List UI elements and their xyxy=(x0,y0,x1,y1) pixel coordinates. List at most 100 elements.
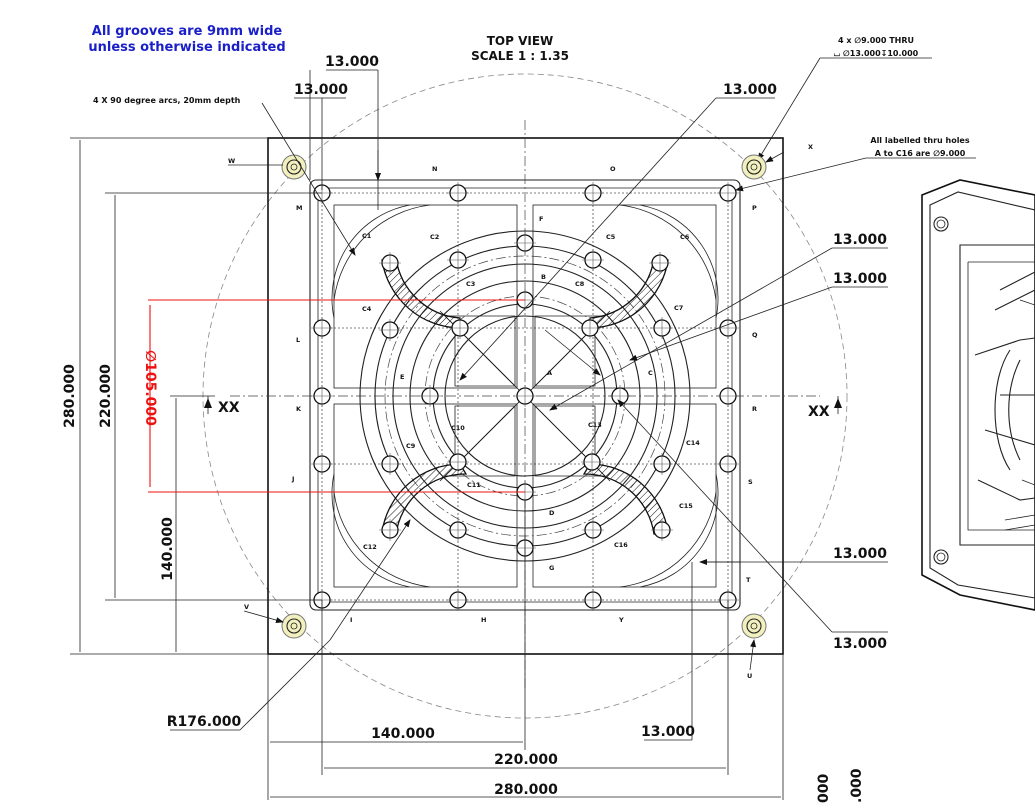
hole-Y xyxy=(582,589,604,611)
hole-callout-line1: 4 x ∅9.000 THRU xyxy=(838,36,914,45)
hole-K xyxy=(311,385,333,407)
view-title-text: TOP VIEW xyxy=(487,34,554,48)
label-P: P xyxy=(752,204,757,212)
label-W: W xyxy=(228,157,235,165)
label-C9: C9 xyxy=(406,442,416,450)
dim-top-13-b: 13.000 xyxy=(294,82,348,98)
hole-R xyxy=(717,385,739,407)
label-C6: C6 xyxy=(680,233,690,241)
grooves-note-line2: unless otherwise indicated xyxy=(88,40,285,55)
dim-top-13-a: 13.000 xyxy=(325,54,379,70)
thru-holes-line2: A to C16 are ∅9.000 xyxy=(875,149,966,158)
grooves-note-line1: All grooves are 9mm wide xyxy=(92,24,283,39)
label-C5: C5 xyxy=(606,233,616,241)
hole-C2 xyxy=(447,249,469,271)
section-label-left: XX xyxy=(218,400,240,416)
label-T: T xyxy=(746,576,751,584)
dim-side-partial-2: .000 xyxy=(849,768,865,803)
isometric-view xyxy=(921,179,1035,611)
label-V: V xyxy=(244,603,249,611)
dim-radius: R176.000 xyxy=(167,714,242,730)
hole-N xyxy=(447,182,469,204)
label-C2: C2 xyxy=(430,233,439,241)
hole-C8 xyxy=(579,317,601,339)
label-H: H xyxy=(481,616,486,624)
dim-right-13-c: 13.000 xyxy=(833,546,887,562)
label-K: K xyxy=(296,405,302,413)
dim-left-220: 220.000 xyxy=(98,364,114,428)
section-label-right: XX xyxy=(808,404,830,420)
dim-top-right-13: 13.000 xyxy=(723,82,777,98)
arcs-note: 4 X 90 degree arcs, 20mm depth xyxy=(93,96,241,105)
hole-C9 xyxy=(379,453,401,475)
hole-callout-line2: ⌴ ∅13.000↧10.000 xyxy=(834,49,919,58)
dim-bottom-140: 140.000 xyxy=(371,726,435,742)
label-C16: C16 xyxy=(614,541,628,549)
label-C8: C8 xyxy=(575,280,585,288)
label-C7: C7 xyxy=(674,304,683,312)
hole-C5 xyxy=(582,249,604,271)
hole-S xyxy=(717,453,739,475)
diameter-dimension: ∅105.000 xyxy=(142,299,525,493)
label-R: R xyxy=(752,405,757,413)
label-J: J xyxy=(291,475,294,483)
hole-labels: W X V U M N O P L Q K R J S I H Y T A B … xyxy=(228,143,813,680)
dim-right-13-b: 13.000 xyxy=(833,271,887,287)
hole-C15 xyxy=(651,519,673,541)
label-C10: C10 xyxy=(451,424,465,432)
hole-P xyxy=(717,182,739,204)
label-M: M xyxy=(296,204,302,212)
hole-C16 xyxy=(582,519,604,541)
hole-H xyxy=(447,589,469,611)
hole-J xyxy=(311,453,333,475)
label-Q: Q xyxy=(752,331,758,339)
label-U: U xyxy=(747,672,752,680)
view-title: TOP VIEW SCALE 1 : 1.35 xyxy=(471,34,569,63)
label-G: G xyxy=(549,564,554,572)
dim-side-partial-1: 000 xyxy=(816,774,832,803)
hole-C1 xyxy=(379,252,401,274)
label-C12: C12 xyxy=(363,543,377,551)
dim-diameter-105: ∅105.000 xyxy=(142,350,158,426)
label-N: N xyxy=(432,165,437,173)
hole-L xyxy=(311,317,333,339)
dim-left-140: 140.000 xyxy=(160,517,176,581)
dim-left-280: 280.000 xyxy=(62,364,78,428)
dim-bottom-13: 13.000 xyxy=(641,724,695,740)
right-dimensions: 13.000 13.000 13.000 13.000 xyxy=(544,232,888,652)
counterbore-holes xyxy=(281,154,767,639)
bottom-dimensions: 140.000 220.000 280.000 13.000 R176.000 … xyxy=(167,500,865,803)
label-C: C xyxy=(648,369,653,377)
label-D: D xyxy=(549,509,555,517)
hole-C12 xyxy=(379,519,401,541)
label-C11: C11 xyxy=(467,481,481,489)
hole-A xyxy=(514,385,536,407)
hole-C11 xyxy=(447,519,469,541)
label-C4: C4 xyxy=(362,305,372,313)
hole-C7 xyxy=(651,317,673,339)
hole-Q xyxy=(717,317,739,339)
label-C14: C14 xyxy=(686,439,700,447)
label-A: A xyxy=(547,369,552,377)
hole-C10 xyxy=(447,451,469,473)
label-C15: C15 xyxy=(679,502,693,510)
hole-C3 xyxy=(449,317,471,339)
grooves-note: All grooves are 9mm wide unless otherwis… xyxy=(88,24,285,55)
hole-callout: 4 x ∅9.000 THRU ⌴ ∅13.000↧10.000 xyxy=(757,36,932,161)
label-X: X xyxy=(808,143,813,151)
hole-C13 xyxy=(581,451,603,473)
label-C13: C13 xyxy=(588,421,602,429)
label-E: E xyxy=(400,373,404,381)
top-dimensions: 13.000 13.000 13.000 xyxy=(261,54,777,381)
label-O: O xyxy=(610,165,616,173)
hole-F xyxy=(514,232,536,254)
label-F: F xyxy=(539,215,543,223)
hole-C6 xyxy=(649,252,671,274)
label-C3: C3 xyxy=(466,280,475,288)
hole-C4 xyxy=(379,319,401,341)
label-L: L xyxy=(296,336,300,344)
label-leaders xyxy=(228,151,785,671)
dim-bottom-220: 220.000 xyxy=(494,752,558,768)
label-S: S xyxy=(748,478,753,486)
